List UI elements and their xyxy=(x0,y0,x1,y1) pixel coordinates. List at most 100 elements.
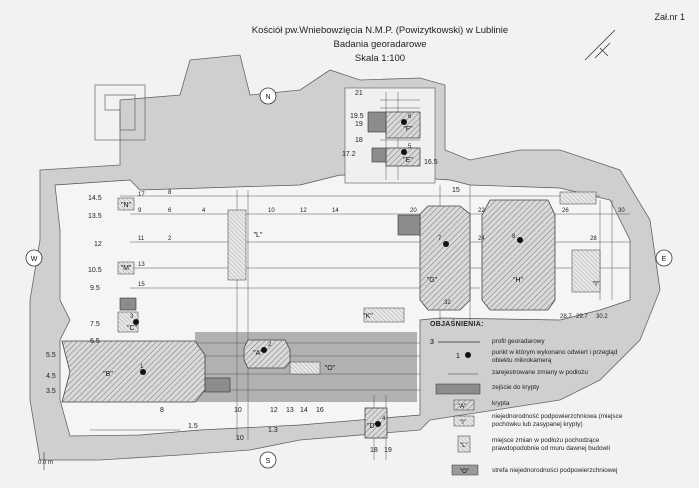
profile-num-20: 20 xyxy=(410,208,417,214)
profile-num-26: 26 xyxy=(562,208,569,214)
point-label-5: 5 xyxy=(408,144,412,150)
crypt-entrance-1 xyxy=(367,111,387,133)
label-i: "I" xyxy=(593,281,600,288)
point-2 xyxy=(261,347,267,353)
bottom-8: 8 xyxy=(160,407,164,414)
row-12: 12 xyxy=(94,241,102,248)
compass-east xyxy=(655,249,673,267)
crypt-entrance-3 xyxy=(397,214,421,236)
row-9-5: 9.5 xyxy=(90,285,100,292)
bottom-14: 14 xyxy=(300,407,308,414)
legend-text-zone: strefa niejednorodności podpowierzchniow… xyxy=(492,467,618,474)
crypt-g xyxy=(419,205,471,311)
legend-text-inhomog: niejednorodność podpowierzchniowa (miejs… xyxy=(492,413,623,428)
point-label-7: 7 xyxy=(438,236,442,242)
legend-point-dot xyxy=(465,352,471,358)
bottom-16: 16 xyxy=(316,407,324,414)
stair-tower xyxy=(94,84,146,141)
profile-num-29-7: 29.7 xyxy=(576,314,588,320)
point-label-6: 6 xyxy=(408,114,412,120)
row-4-5: 4.5 xyxy=(46,373,56,380)
profile-num-32: 32 xyxy=(444,300,451,306)
row-7-5: 7.5 xyxy=(90,321,100,328)
crypt-f xyxy=(385,111,421,139)
point-3 xyxy=(133,319,139,325)
label-o: "O" xyxy=(325,365,336,372)
bottom-1-5: 1.5 xyxy=(188,423,198,430)
zone-m xyxy=(117,261,135,275)
label-l: "L" xyxy=(254,232,263,239)
legend-text-entrance: zejście do krypty xyxy=(492,384,540,391)
top-row-19-5: 19.5 xyxy=(350,113,364,120)
compass-south xyxy=(259,451,277,469)
profile-num-11: 11 xyxy=(138,236,145,242)
profile-num-6: 6 xyxy=(168,208,172,214)
drill-points xyxy=(133,119,523,427)
top-row-16-5: 16.5 xyxy=(424,159,438,166)
compass-s-label: S xyxy=(266,458,271,465)
legend-sym-crypt: "A" xyxy=(458,404,466,410)
legend-inhomog-swatch xyxy=(453,415,475,427)
legend-sym-wall: "L" xyxy=(460,443,468,449)
label-f: "F" xyxy=(403,126,413,133)
profile-num-15: 15 xyxy=(138,282,145,288)
profile-num-24: 24 xyxy=(478,236,485,242)
profile-num-28-7: 28.7 xyxy=(560,314,572,320)
profile-num-13: 13 xyxy=(138,262,145,268)
legend-sym-zone: "O" xyxy=(460,469,469,475)
legend-text-wall: miejsce zmian w podłożu pochodzące prawd… xyxy=(492,437,610,452)
bottom-18: 18 xyxy=(370,447,378,454)
point-7 xyxy=(443,241,449,247)
profile-num-12: 12 xyxy=(300,208,307,214)
title-block: Kościół pw.Wniebowzięcia N.M.P. (Powizyt… xyxy=(230,24,530,66)
point-5 xyxy=(401,149,407,155)
top-row-17-2: 17.2 xyxy=(342,151,356,158)
legend-sym-profile: 3 xyxy=(430,339,434,346)
profile-num-28: 28 xyxy=(590,236,597,242)
survey-title: Badania georadarowe xyxy=(333,39,427,50)
legend-text-changes: zarejestrowane zmiany w podłożu xyxy=(492,369,588,376)
top-row-19: 19 xyxy=(355,121,363,128)
top-row-15: 15 xyxy=(452,187,460,194)
profile-num-17: 17 xyxy=(138,192,145,198)
crypt-b xyxy=(61,340,206,403)
crypt-entrance-2 xyxy=(371,147,387,163)
legend-text-point: punkt w którym wykonano odwiert i przegl… xyxy=(492,349,618,364)
label-b: "B" xyxy=(103,371,113,378)
point-label-2: 2 xyxy=(268,342,272,348)
row-3-5: 3.5 xyxy=(46,388,56,395)
profile-num-22: 22 xyxy=(478,208,485,214)
point-4 xyxy=(375,421,381,427)
legend-sym-inhomog: "I" xyxy=(460,420,466,426)
church-title: Kościół pw.Wniebowzięcia N.M.P. (Powizyt… xyxy=(251,25,509,36)
profile-num-30-2: 30.2 xyxy=(596,314,608,320)
label-d: "D" xyxy=(367,423,378,430)
zone-k xyxy=(363,307,405,323)
label-c: "C" xyxy=(127,325,138,332)
row-5-5: 5.5 xyxy=(46,352,56,359)
label-e: "E" xyxy=(403,157,413,164)
compass-e-label: E xyxy=(662,256,667,263)
crypt-h xyxy=(481,199,556,311)
point-label-8: 8 xyxy=(512,234,516,240)
top-row-18: 18 xyxy=(355,137,363,144)
crypt-entrance-5 xyxy=(119,297,137,311)
label-a: "A" xyxy=(253,350,263,357)
legend-sym-point: 1 xyxy=(456,353,460,360)
zone-i xyxy=(571,249,601,293)
legend-wall-swatch xyxy=(457,435,471,453)
point-6 xyxy=(401,119,407,125)
bottom-10b: 10 xyxy=(236,435,244,442)
label-n: "N" xyxy=(121,202,132,209)
bottom-12: 12 xyxy=(270,407,278,414)
legend-zone-swatch xyxy=(451,464,479,476)
north-arrow-icon xyxy=(584,29,616,61)
legend-crypt-swatch xyxy=(453,399,475,411)
zone-small xyxy=(559,191,597,205)
profile-num-30: 30 xyxy=(618,208,625,214)
bottom-19: 19 xyxy=(384,447,392,454)
attachment-number: Zał.nr 1 xyxy=(654,12,685,22)
profile-num-10: 10 xyxy=(268,208,275,214)
profile-num-14: 14 xyxy=(332,208,339,214)
zone-n xyxy=(117,197,135,211)
